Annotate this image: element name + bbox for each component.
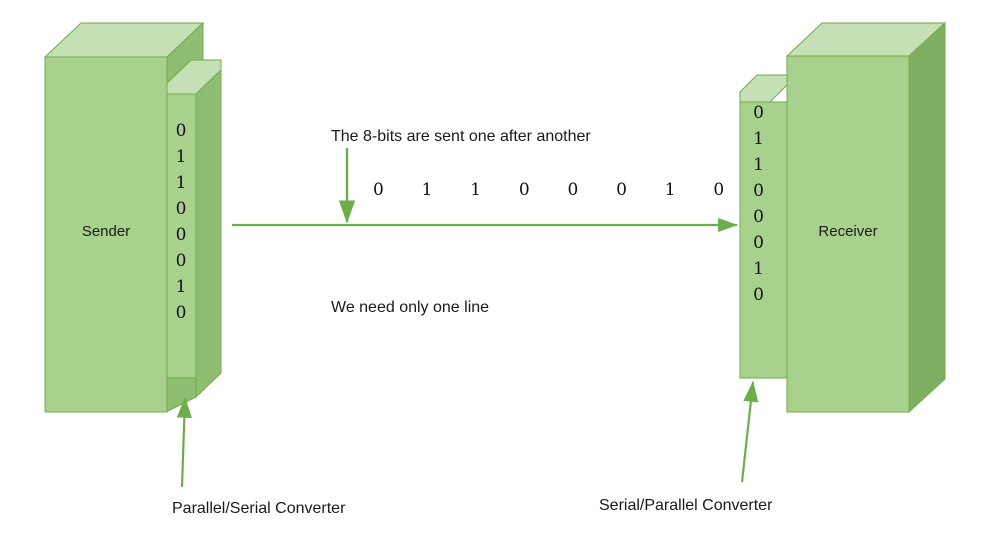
sender-bit: 0 — [175, 199, 187, 219]
sender-bit-column-shape — [165, 59, 222, 399]
sender-bit: 0 — [175, 303, 187, 323]
parallel-serial-converter-label: Parallel/Serial Converter — [172, 500, 346, 517]
sender-bit: 0 — [175, 121, 187, 141]
sender-bit: 1 — [175, 147, 187, 167]
serial-parallel-converter-label: Serial/Parallel Converter — [599, 497, 773, 514]
receiver-bit: 0 — [753, 233, 764, 253]
serial-bit-stream: 0 1 1 0 0 0 1 0 — [373, 180, 734, 200]
receiver-bit-column-shape — [739, 74, 788, 379]
sender-label: Sender — [81, 223, 131, 240]
receiver-bit: 0 — [753, 285, 764, 305]
serial-parallel-converter-arrow — [740, 380, 759, 483]
receiver-bit: 1 — [753, 129, 764, 149]
sender-bit-stack: 0 1 1 0 0 0 1 0 — [166, 118, 196, 326]
sender-bit: 1 — [175, 173, 187, 193]
receiver-label: Receiver — [818, 223, 878, 240]
sender-bit: 0 — [175, 225, 187, 245]
receiver-bit: 0 — [753, 207, 764, 227]
receiver-bit-stack: 0 1 1 0 0 0 1 0 — [740, 100, 777, 308]
sender-bit: 1 — [175, 277, 187, 297]
receiver-box-shape — [785, 21, 947, 414]
receiver-bit: 1 — [753, 259, 764, 279]
sender-bit: 0 — [175, 251, 187, 271]
receiver-bit: 1 — [753, 155, 764, 175]
sent-note-label: The 8-bits are sent one after another — [331, 128, 591, 145]
receiver-bit: 0 — [753, 181, 764, 201]
receiver-bit: 0 — [753, 103, 764, 123]
parallel-serial-converter-arrow — [176, 396, 192, 488]
one-line-note-label: We need only one line — [331, 299, 490, 316]
sender-box-shape — [43, 21, 205, 413]
